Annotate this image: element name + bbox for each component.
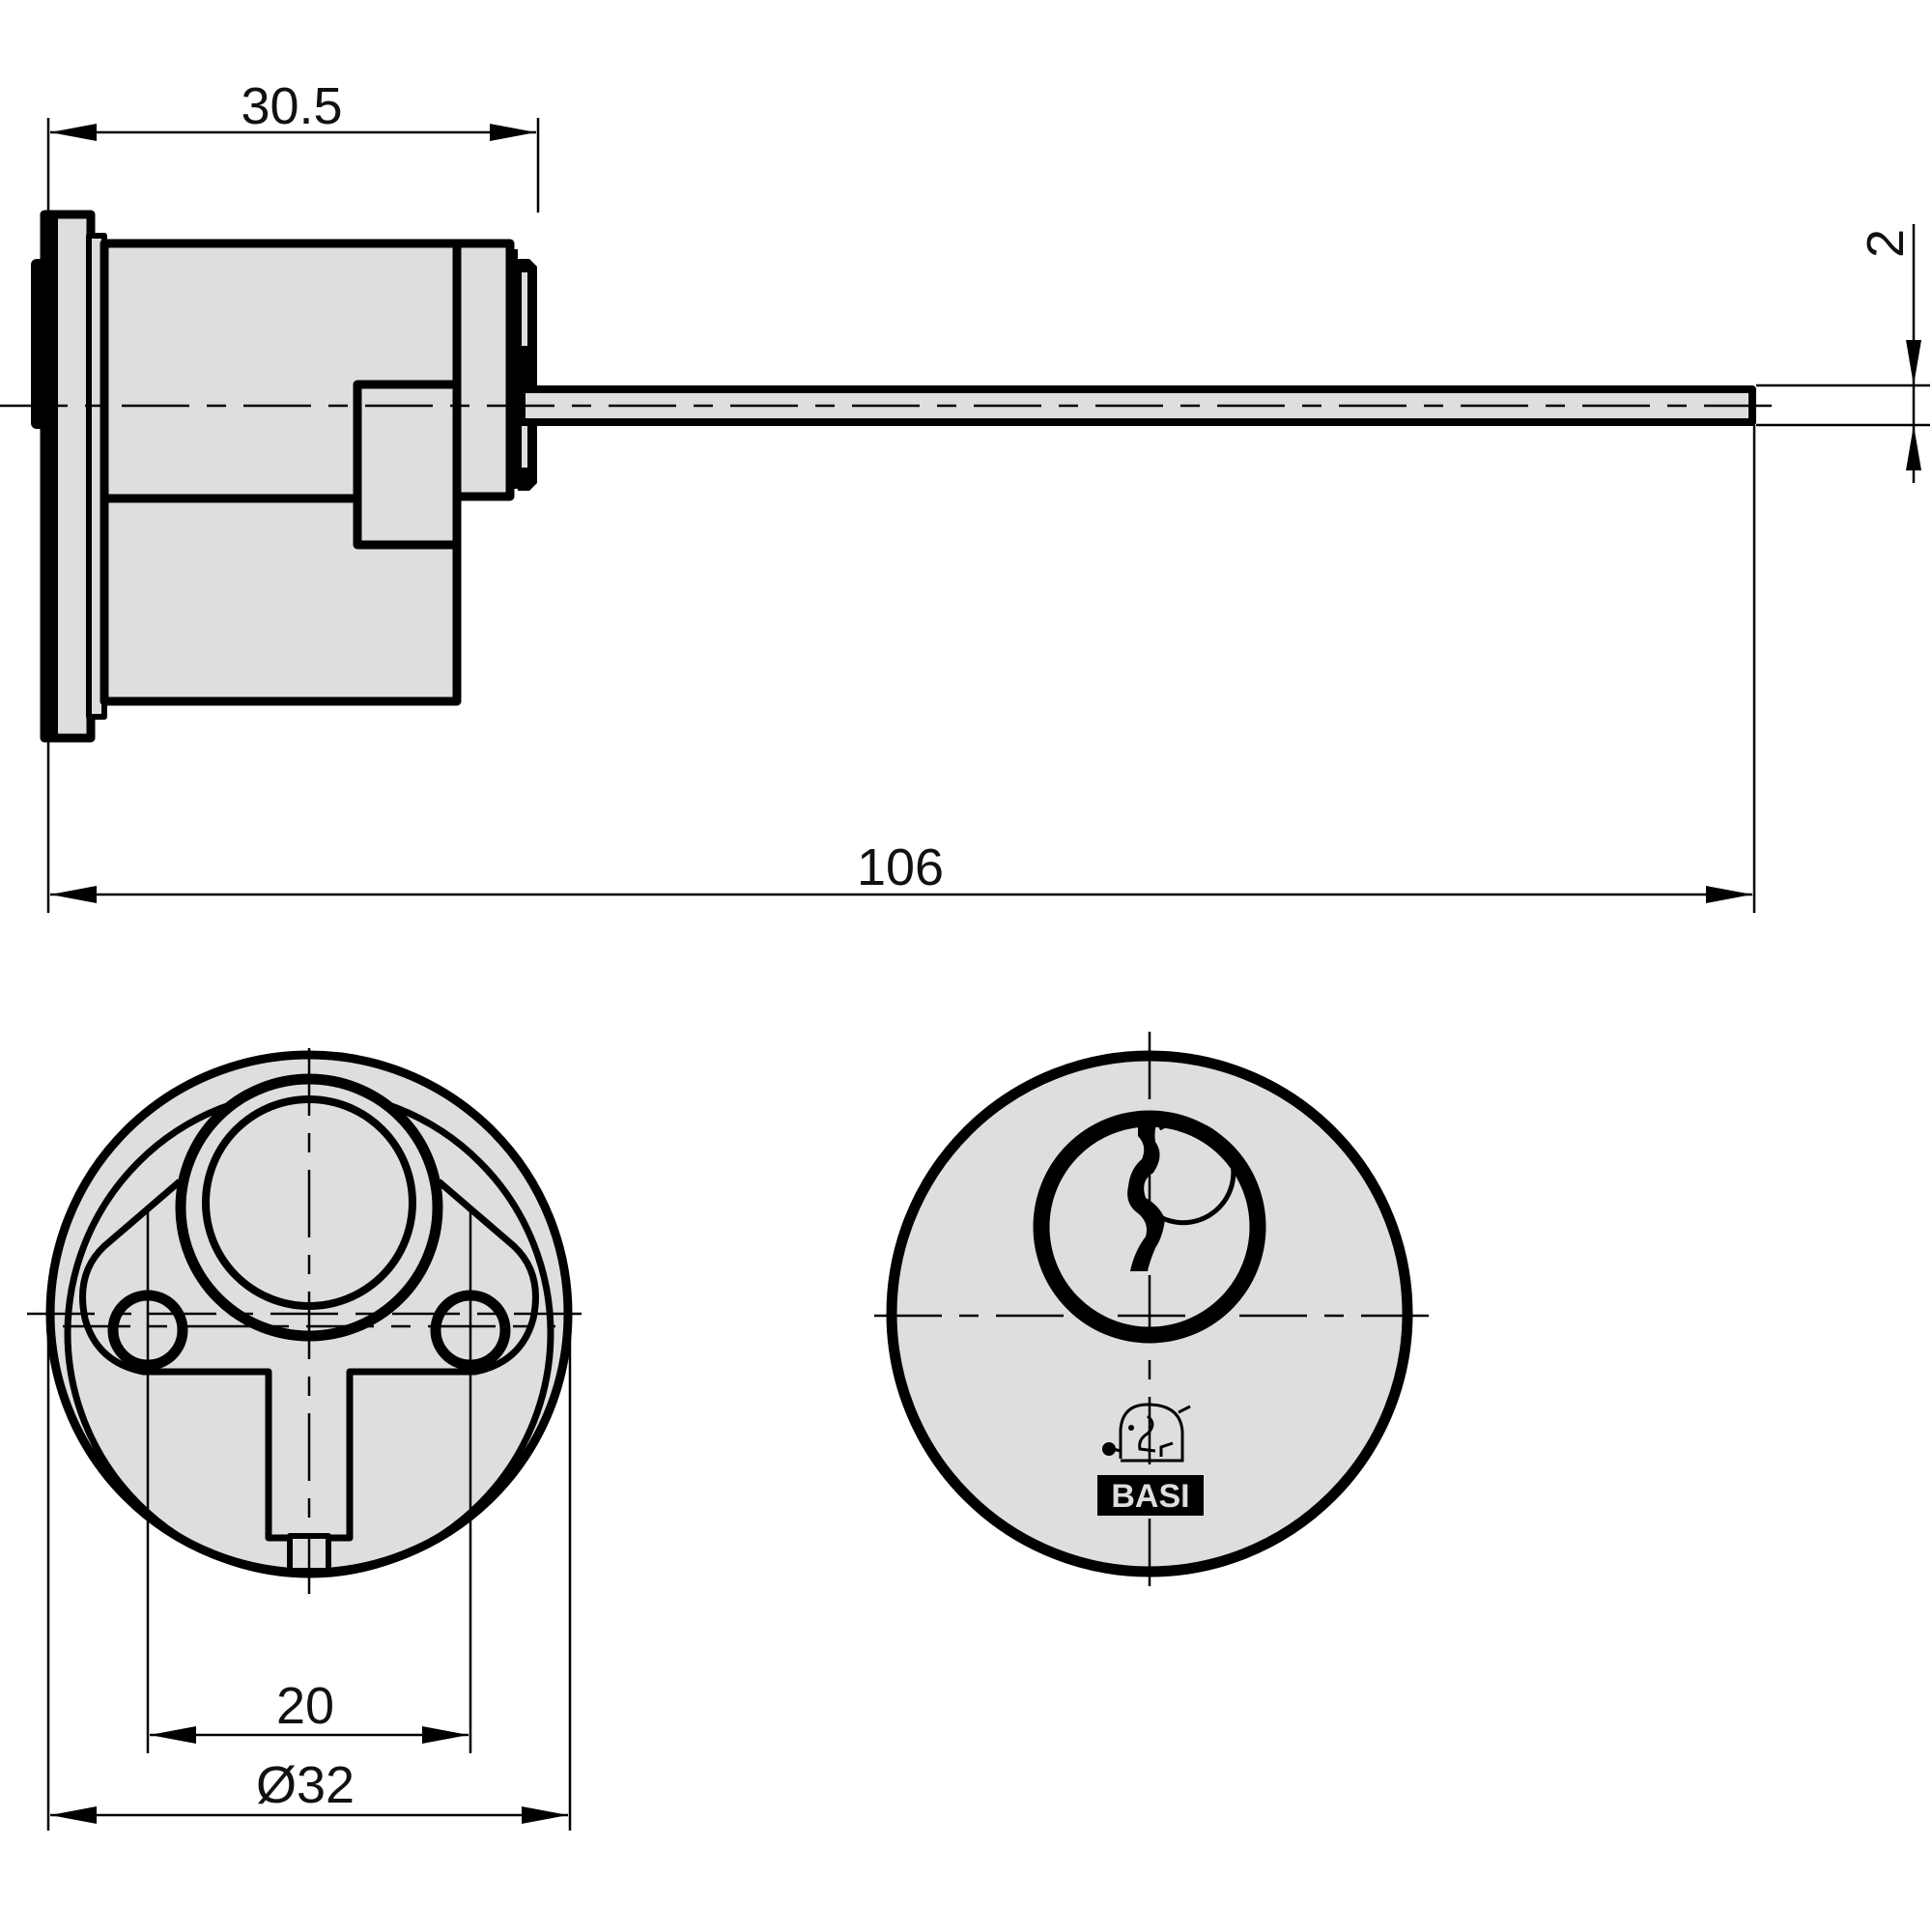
rear-view: [27, 1048, 591, 1831]
arrow-icon: [50, 124, 97, 141]
brand-label: BASI: [1111, 1478, 1189, 1515]
elephant-icon: [1102, 1403, 1191, 1463]
dim-overall-length: 106: [857, 838, 944, 896]
keyway-icon: [1127, 1113, 1236, 1271]
cam: [353, 380, 462, 550]
dim-tailpiece-thickness: 2: [1857, 229, 1915, 258]
flange-rim: [44, 214, 58, 738]
arrow-icon: [150, 1726, 196, 1744]
arrow-icon: [50, 1806, 97, 1824]
front-view: BASI: [874, 1032, 1430, 1599]
arrow-icon: [50, 886, 97, 903]
arrow-icon: [1906, 340, 1921, 385]
arrow-icon: [422, 1726, 469, 1744]
nut-highlight: [522, 272, 527, 346]
arrow-icon: [1706, 886, 1752, 903]
nut-highlight: [522, 394, 527, 468]
arrow-icon: [522, 1806, 568, 1824]
dim-body-length: 30.5: [241, 77, 342, 135]
arrow-icon: [490, 124, 536, 141]
arrow-icon: [1906, 425, 1921, 470]
brand-badge: [1097, 1475, 1204, 1516]
cylinder-rear: [452, 239, 515, 501]
rear-washer: [510, 249, 518, 489]
dim-diameter: Ø32: [256, 1756, 355, 1814]
dim-hole-spacing: 20: [276, 1677, 334, 1735]
side-view: [0, 118, 1930, 913]
